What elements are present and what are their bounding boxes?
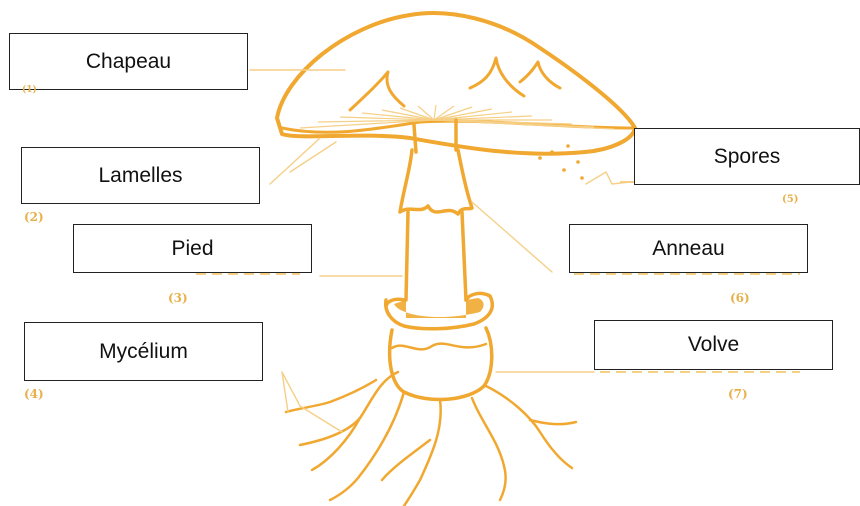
volve-inner <box>394 298 484 318</box>
label-lamelles: Lamelles <box>21 147 260 204</box>
spore-dot <box>576 160 580 164</box>
leader-anneau <box>472 202 552 272</box>
root-4 <box>404 400 441 506</box>
stem-top <box>414 120 456 152</box>
number-2: (2) <box>24 210 44 224</box>
number-5: (5) <box>782 194 798 205</box>
spore-dot <box>550 150 554 154</box>
spore-dot <box>566 144 570 148</box>
stem-body <box>406 212 466 300</box>
spore-dot <box>562 168 566 172</box>
root-9 <box>286 380 376 412</box>
label-volve: Volve <box>594 320 833 370</box>
label-mycelium: Mycélium <box>24 322 263 381</box>
leader-lamelles <box>270 138 336 184</box>
cap-fin-right <box>470 58 524 96</box>
ring-skirt <box>400 150 472 214</box>
spore-dot <box>580 176 584 180</box>
root-6 <box>472 398 506 500</box>
number-7: (7) <box>728 387 748 401</box>
label-spores: Spores <box>634 128 860 185</box>
spore-dot <box>538 156 542 160</box>
root-7 <box>486 386 572 468</box>
label-pied: Pied <box>73 224 312 273</box>
cap-fin-left <box>350 72 404 110</box>
label-anneau: Anneau <box>569 224 808 273</box>
volve-wave <box>392 344 486 350</box>
number-1: (1) <box>22 85 37 95</box>
cap-fin-far <box>520 62 560 88</box>
number-6: (6) <box>730 291 750 305</box>
root-8 <box>530 420 576 424</box>
number-4: (4) <box>24 387 44 401</box>
spore-dot <box>594 148 598 152</box>
volve-bulb <box>390 328 492 400</box>
label-chapeau: Chapeau <box>9 33 248 90</box>
number-3: (3) <box>168 291 188 305</box>
